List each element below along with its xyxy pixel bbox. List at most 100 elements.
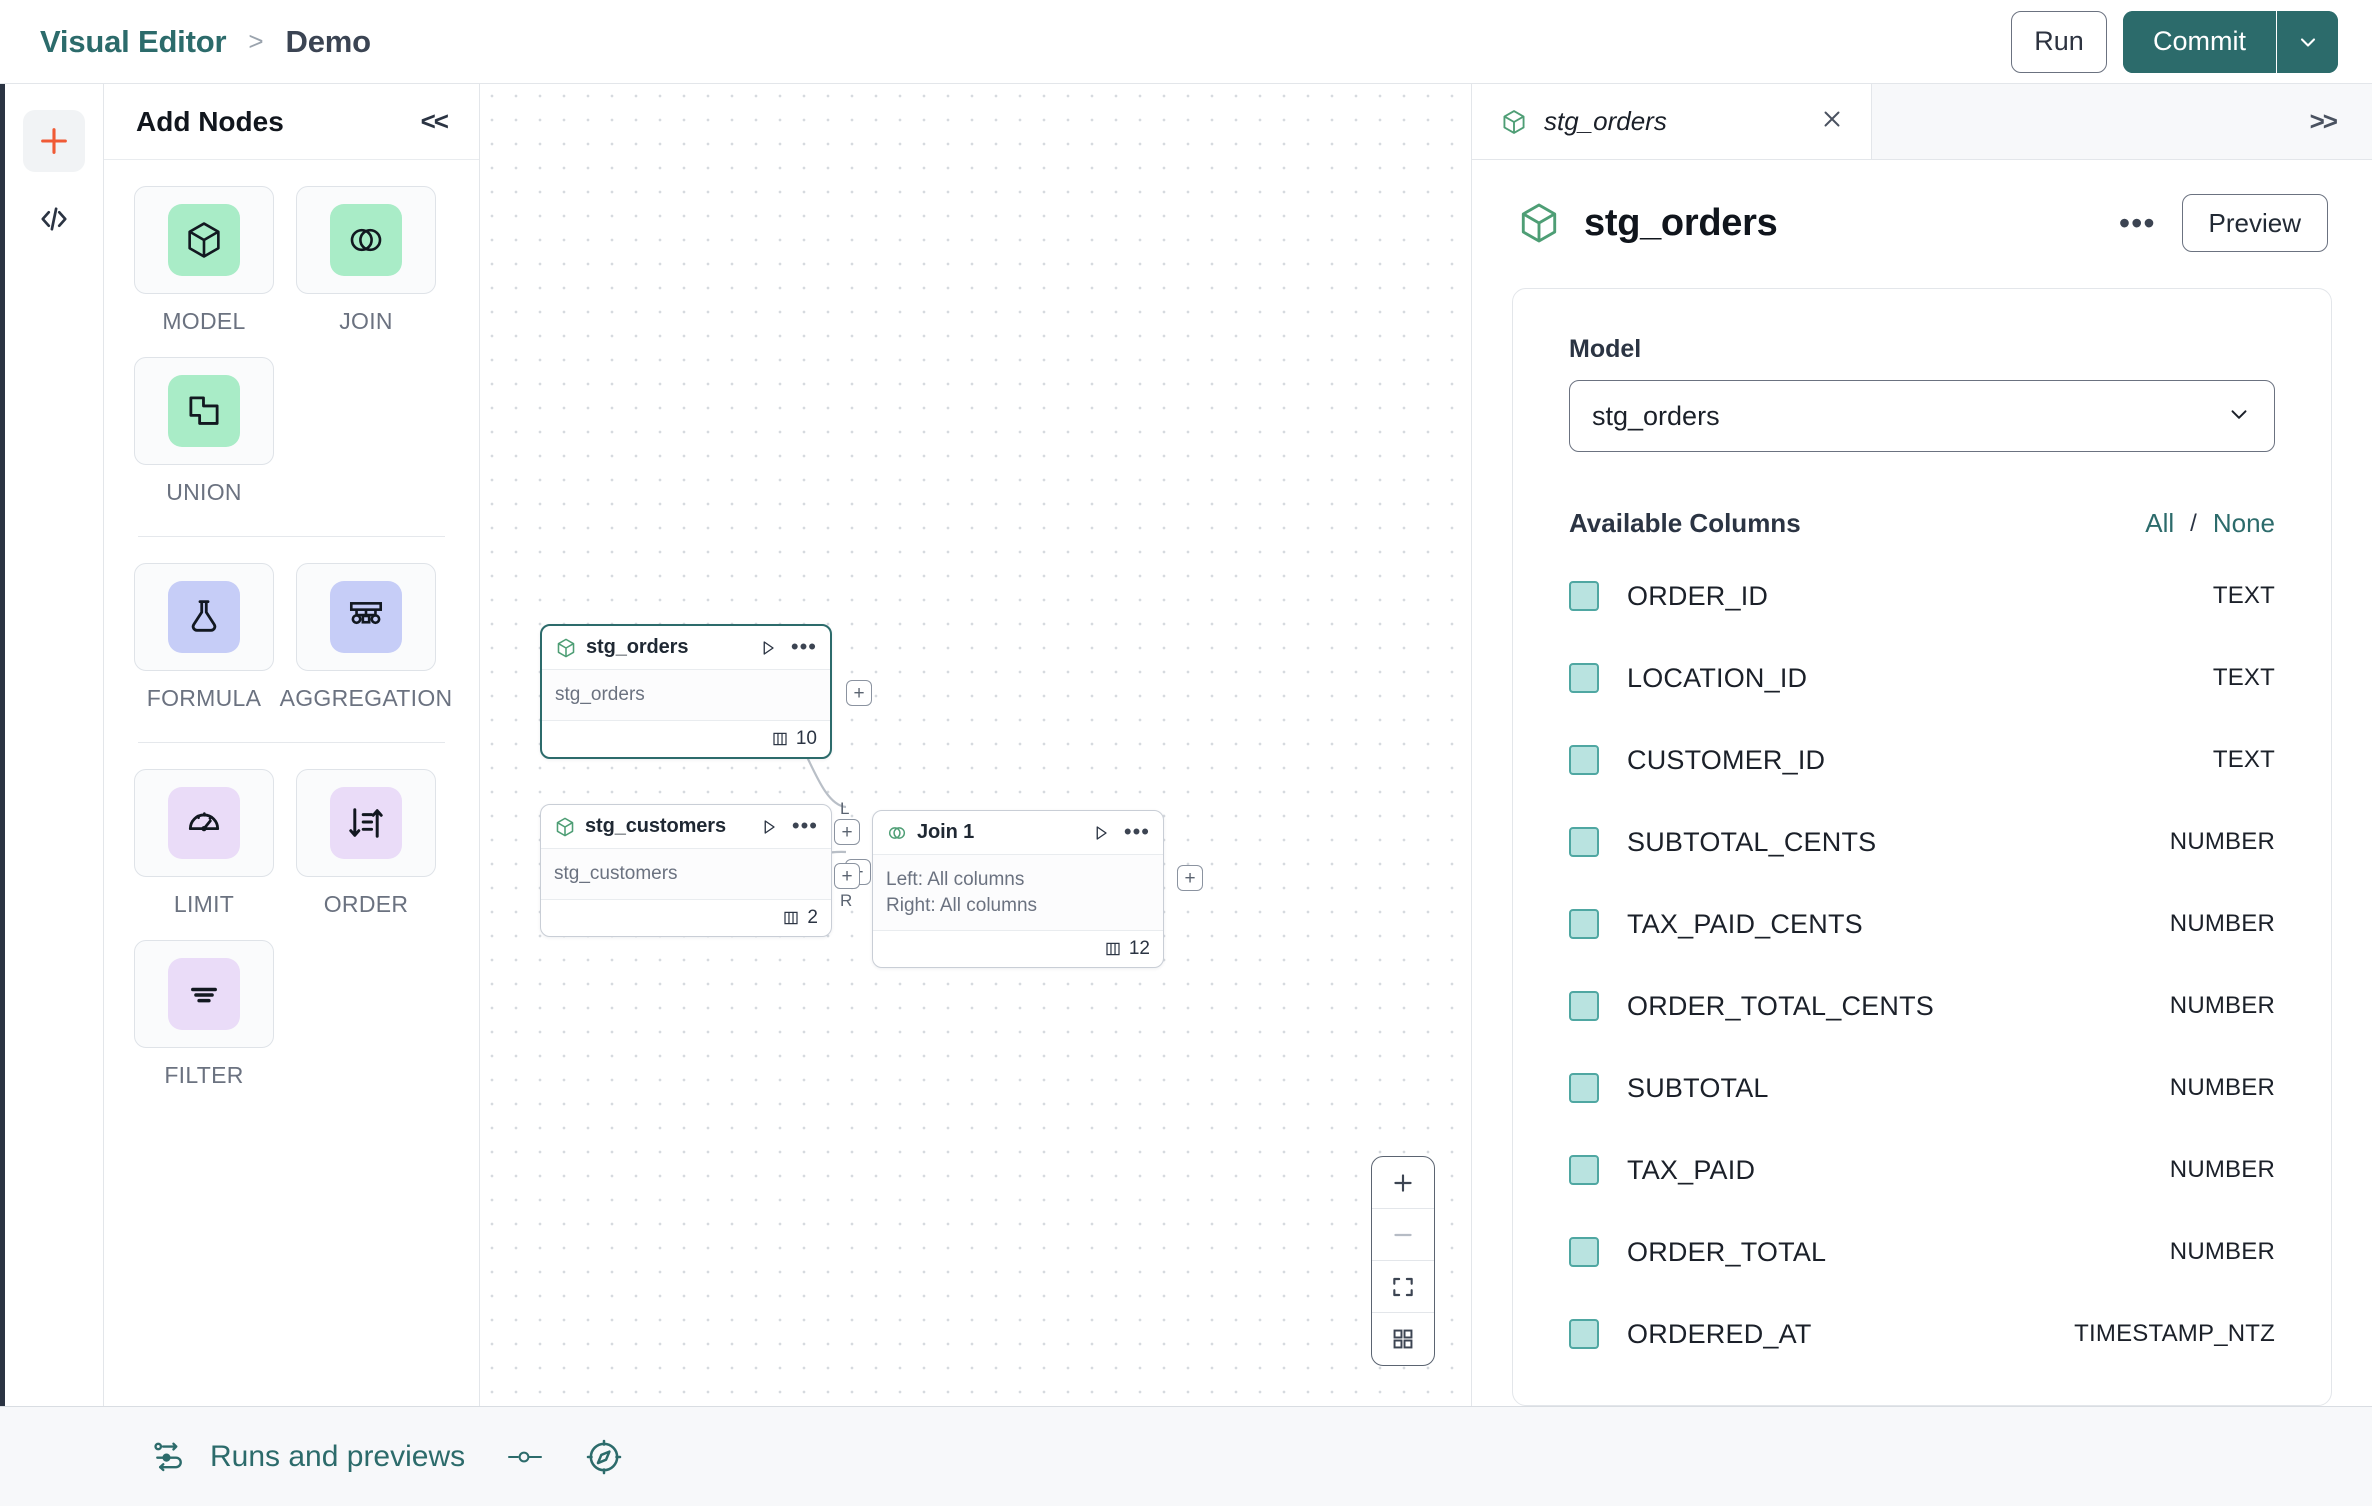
slider-toggle-button[interactable] bbox=[505, 1444, 545, 1470]
column-checkbox[interactable] bbox=[1569, 581, 1599, 611]
columns-select-actions: All / None bbox=[2145, 508, 2275, 539]
tabstrip-spacer: >> bbox=[1872, 84, 2372, 159]
column-row[interactable]: LOCATION_ID TEXT bbox=[1569, 637, 2275, 719]
palette-node-filter[interactable]: FILTER bbox=[134, 940, 274, 1089]
commit-button[interactable]: Commit bbox=[2123, 10, 2276, 73]
top-bar-actions: Run Commit bbox=[2011, 10, 2338, 73]
column-row[interactable]: TAX_PAID_CENTS NUMBER bbox=[1569, 883, 2275, 965]
minimap-button[interactable] bbox=[1372, 1313, 1434, 1365]
column-row[interactable]: TAX_PAID NUMBER bbox=[1569, 1129, 2275, 1211]
palette-node-aggregation[interactable]: AGGREGATION bbox=[280, 563, 452, 712]
node-body-line: stg_customers bbox=[554, 863, 678, 884]
column-checkbox[interactable] bbox=[1569, 827, 1599, 857]
plus-icon bbox=[41, 128, 67, 154]
column-type: NUMBER bbox=[2169, 992, 2275, 1019]
column-row[interactable]: ORDER_ID TEXT bbox=[1569, 555, 2275, 637]
column-checkbox[interactable] bbox=[1569, 1237, 1599, 1267]
compass-button[interactable] bbox=[585, 1438, 623, 1476]
palette-tile-filter[interactable] bbox=[134, 940, 274, 1048]
node-footer: 2 bbox=[541, 900, 831, 936]
column-type: TEXT bbox=[2212, 582, 2275, 609]
column-row[interactable]: ORDER_TOTAL NUMBER bbox=[1569, 1211, 2275, 1293]
play-icon[interactable] bbox=[1091, 823, 1111, 843]
node-more-button[interactable]: ••• bbox=[791, 813, 818, 839]
column-row[interactable]: ORDERED_AT TIMESTAMP_NTZ bbox=[1569, 1293, 2275, 1375]
zoom-in-button[interactable] bbox=[1372, 1157, 1434, 1209]
column-checkbox[interactable] bbox=[1569, 1155, 1599, 1185]
model-select[interactable]: stg_orders bbox=[1569, 380, 2275, 452]
run-button[interactable]: Run bbox=[2011, 10, 2107, 73]
palette-node-formula[interactable]: FORMULA bbox=[134, 563, 274, 712]
palette-node-limit[interactable]: LIMIT bbox=[134, 769, 274, 918]
join-left-input-port[interactable]: + bbox=[834, 819, 860, 845]
column-type: NUMBER bbox=[2169, 828, 2275, 855]
expand-panel-button[interactable]: >> bbox=[2309, 106, 2338, 136]
node-header-actions: ••• bbox=[758, 634, 817, 660]
breadcrumb-root-link[interactable]: Visual Editor bbox=[40, 23, 227, 59]
column-checkbox[interactable] bbox=[1569, 991, 1599, 1021]
available-columns-title: Available Columns bbox=[1569, 508, 1801, 538]
node-more-button[interactable]: ••• bbox=[790, 634, 817, 660]
column-row[interactable]: SUBTOTAL_CENTS NUMBER bbox=[1569, 801, 2275, 883]
column-checkbox[interactable] bbox=[1569, 663, 1599, 693]
code-view-rail-button[interactable] bbox=[23, 188, 85, 250]
column-row[interactable]: SUBTOTAL NUMBER bbox=[1569, 1047, 2275, 1129]
column-type: TEXT bbox=[2212, 746, 2275, 773]
play-icon[interactable] bbox=[759, 817, 779, 837]
palette-tile-formula[interactable] bbox=[134, 563, 274, 671]
column-type: NUMBER bbox=[2169, 1156, 2275, 1183]
node-output-port[interactable]: + bbox=[1177, 865, 1203, 891]
column-name: CUSTOMER_ID bbox=[1627, 744, 1826, 775]
tab-stg-orders[interactable]: stg_orders bbox=[1472, 84, 1872, 159]
tab-close-button[interactable] bbox=[1819, 106, 1845, 137]
column-row[interactable]: ORDER_TOTAL_CENTS NUMBER bbox=[1569, 965, 2275, 1047]
collapse-panel-button[interactable]: << bbox=[420, 106, 449, 136]
zoom-out-button[interactable] bbox=[1372, 1209, 1434, 1261]
fit-view-button[interactable] bbox=[1372, 1261, 1434, 1313]
palette-node-model[interactable]: MODEL bbox=[134, 186, 274, 335]
canvas-node-stg-customers[interactable]: stg_customers ••• stg_customers bbox=[540, 804, 871, 937]
add-nodes-title: Add Nodes bbox=[136, 105, 284, 137]
preview-button[interactable]: Preview bbox=[2181, 194, 2328, 252]
node-output-port[interactable]: + bbox=[846, 680, 872, 706]
panel-more-button[interactable]: ••• bbox=[2118, 204, 2156, 241]
node-more-button[interactable]: ••• bbox=[1123, 819, 1150, 845]
node-group-transforms: FORMULA bbox=[134, 563, 452, 712]
select-none-columns-link[interactable]: None bbox=[2212, 508, 2275, 538]
palette-tile-join[interactable] bbox=[296, 186, 436, 294]
join-right-input-port[interactable]: + bbox=[834, 863, 860, 889]
flow-canvas[interactable]: stg_orders ••• stg_orders bbox=[480, 84, 1472, 1406]
plus-icon bbox=[1394, 1173, 1412, 1192]
select-all-columns-link[interactable]: All bbox=[2145, 508, 2175, 538]
palette-node-order[interactable]: ORDER bbox=[296, 769, 436, 918]
left-icon-rail bbox=[0, 84, 104, 1406]
column-name: SUBTOTAL_CENTS bbox=[1627, 826, 1877, 857]
palette-tile-aggregation[interactable] bbox=[296, 563, 436, 671]
column-checkbox[interactable] bbox=[1569, 909, 1599, 939]
column-checkbox[interactable] bbox=[1569, 1319, 1599, 1349]
commit-dropdown-button[interactable] bbox=[2276, 10, 2338, 73]
column-checkbox[interactable] bbox=[1569, 1073, 1599, 1103]
canvas-node-stg-orders[interactable]: stg_orders ••• stg_orders bbox=[540, 624, 872, 759]
palette-tile-union[interactable] bbox=[134, 357, 274, 465]
column-row[interactable]: CUSTOMER_ID TEXT bbox=[1569, 719, 2275, 801]
add-node-rail-button[interactable] bbox=[23, 110, 85, 172]
add-nodes-panel: Add Nodes << bbox=[104, 84, 480, 1406]
palette-tile-order[interactable] bbox=[296, 769, 436, 877]
node-column-count: 10 bbox=[795, 727, 817, 749]
columns-icon bbox=[773, 732, 787, 745]
palette-tile-limit[interactable] bbox=[134, 769, 274, 877]
palette-node-union[interactable]: UNION bbox=[134, 357, 274, 506]
cube-icon bbox=[1521, 203, 1557, 243]
play-icon[interactable] bbox=[758, 638, 778, 658]
palette-label-formula: FORMULA bbox=[146, 685, 262, 711]
palette-tile-model[interactable] bbox=[134, 186, 274, 294]
node-body: stg_customers bbox=[541, 849, 831, 900]
canvas-node-join-1[interactable]: Join 1 ••• Left: All columns Right: All … bbox=[834, 799, 1203, 969]
column-checkbox[interactable] bbox=[1569, 745, 1599, 775]
runs-and-previews-button[interactable]: Runs and previews bbox=[150, 1438, 465, 1476]
palette-node-join[interactable]: JOIN bbox=[296, 186, 436, 335]
cube-icon bbox=[557, 638, 575, 657]
details-tabstrip: stg_orders >> bbox=[1472, 84, 2372, 160]
cube-icon bbox=[1503, 109, 1525, 134]
